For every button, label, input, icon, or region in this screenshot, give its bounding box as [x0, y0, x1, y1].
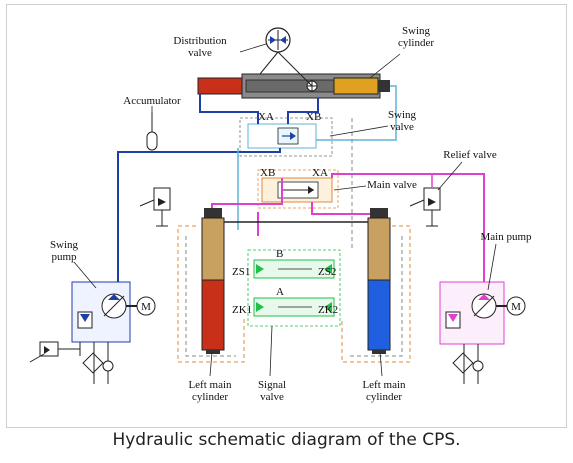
signal-valve-b [253, 259, 335, 279]
accumulator [146, 112, 158, 151]
main-pump: M [439, 281, 526, 384]
left-main-cylinder-blue [367, 208, 391, 354]
distribution-valve-label-1: Distribution [173, 35, 227, 47]
swing-pump-label-1: Swing [50, 239, 79, 251]
main-motor-icon [506, 296, 526, 316]
motor-left-label: M [141, 301, 151, 313]
swing-valve-label-2: valve [390, 121, 414, 133]
right-relief-valve-icon [409, 174, 441, 227]
pilot-lines [177, 225, 411, 363]
swing-pump: M [29, 281, 156, 384]
signal-valve-label-1: Signal [258, 379, 286, 391]
swing-cylinder-label-2: cylinder [398, 37, 434, 49]
relief-valve-label: Relief valve [443, 149, 497, 161]
signal-valve-label-2: valve [260, 391, 284, 403]
blue-lines [117, 94, 319, 296]
swing-motor-icon [136, 296, 156, 316]
swing-valve-label-1: Swing [388, 109, 417, 121]
left-main-cylinder-red [201, 208, 225, 354]
drain-lines [185, 118, 403, 357]
xa-top-label: XA [258, 111, 274, 123]
motor-right-label: M [511, 301, 521, 313]
left-main-cylinder-2-label-2: cylinder [366, 391, 402, 403]
main-valve [257, 169, 339, 209]
signal-valve-a [253, 297, 335, 317]
distribution-valve-label-2: valve [188, 47, 212, 59]
zs2-label: ZS2 [318, 266, 336, 278]
cyan-lines [237, 85, 397, 230]
zk1-label: ZK1 [232, 304, 252, 316]
main-valve-label: Main valve [367, 179, 417, 191]
b-port-label: B [276, 248, 283, 260]
left-main-cylinder-1-label-1: Left main [188, 379, 232, 391]
swing-pump-label-2: pump [51, 251, 77, 263]
swing-cylinder [197, 73, 390, 99]
swing-valve [239, 117, 333, 157]
left-relief-valve-icon [139, 187, 171, 227]
callout-lines [73, 43, 497, 377]
swing-cylinder-label-1: Swing [402, 25, 431, 37]
main-pump-label: Main pump [480, 231, 532, 243]
signal-valve-group [247, 249, 341, 327]
figure-caption: Hydraulic schematic diagram of the CPS. [112, 430, 461, 450]
xb-top-label: XB [306, 111, 321, 123]
accumulator-label: Accumulator [123, 95, 181, 107]
xa-main-label: XA [312, 167, 328, 179]
zk2-label: ZK2 [318, 304, 338, 316]
zs1-label: ZS1 [232, 266, 250, 278]
distribution-valve [259, 27, 313, 87]
left-main-cylinder-1-label-2: cylinder [192, 391, 228, 403]
left-main-cylinder-2-label-1: Left main [362, 379, 406, 391]
a-port-label: A [276, 286, 284, 298]
xb-main-label: XB [260, 167, 275, 179]
